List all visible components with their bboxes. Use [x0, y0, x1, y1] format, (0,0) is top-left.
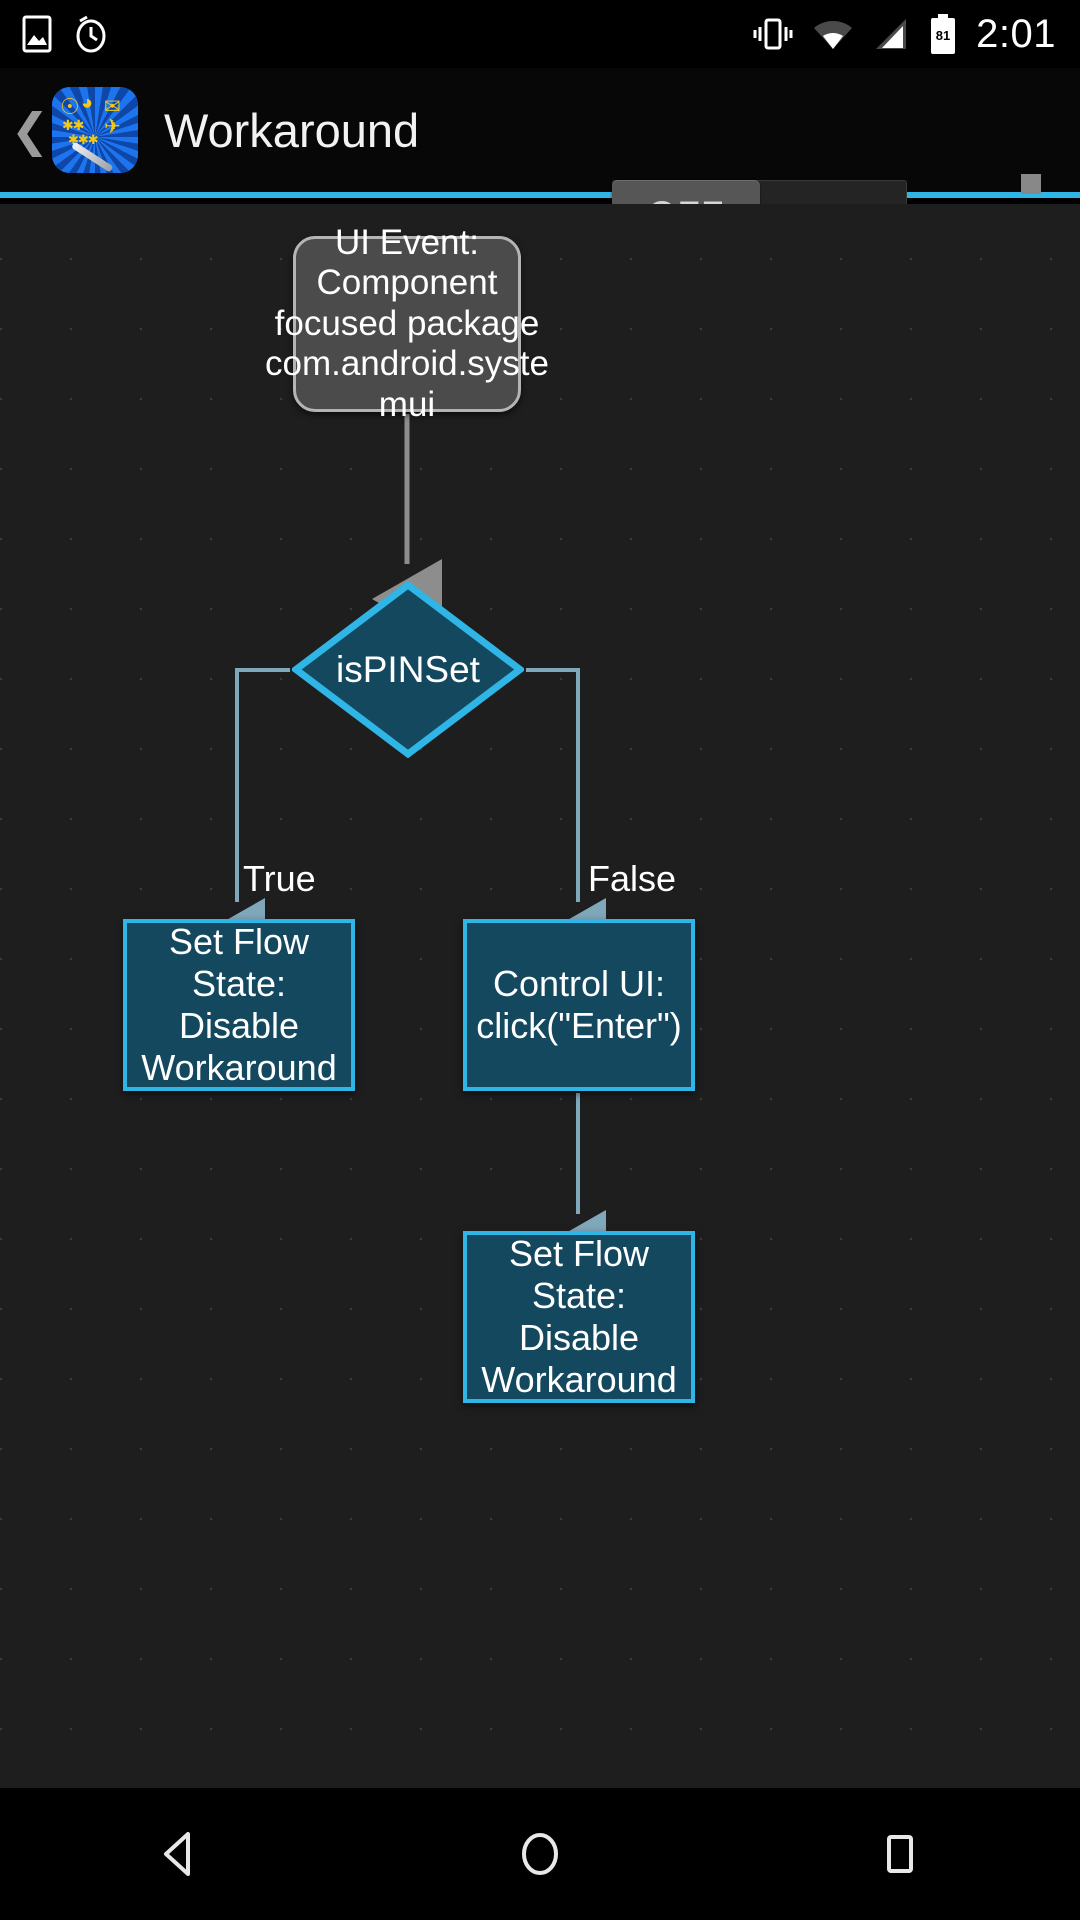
back-triangle-icon — [164, 1832, 190, 1876]
home-circle-icon — [522, 1833, 558, 1875]
node-set-flow-state-end[interactable]: Set Flow State: Disable Workaround — [463, 1231, 695, 1403]
wifi-glyph-icon: ◕ — [81, 92, 94, 114]
node-control-ui-click-label: Control UI: click("Enter") — [476, 962, 682, 1046]
gear-glyph-icon: ☉ — [60, 94, 80, 119]
wifi-icon — [814, 21, 853, 49]
flowchart-edges — [209, 414, 606, 1274]
overflow-dot-1 — [1021, 174, 1041, 194]
alarm-icon — [76, 15, 106, 53]
node-ui-event-label: UI Event: Component focused package com.… — [264, 222, 550, 424]
battery-icon: 81 — [931, 14, 956, 54]
recents-button[interactable] — [825, 1788, 975, 1920]
recents-square-icon — [887, 1835, 913, 1873]
image-icon — [22, 15, 52, 53]
envelope-glyph-icon: ✉ — [104, 96, 121, 118]
node-control-ui-click[interactable]: Control UI: click("Enter") — [463, 919, 695, 1091]
edge-label-false: False — [588, 858, 677, 899]
status-bar-clock: 2:01 — [976, 11, 1056, 56]
node-set-flow-state-true[interactable]: Set Flow State: Disable Workaround — [123, 919, 355, 1091]
status-bar-left-icons — [22, 15, 108, 53]
vibrate-icon — [753, 18, 793, 50]
edge-label-true: True — [243, 858, 316, 899]
back-chevron-icon[interactable]: ❮ — [10, 104, 50, 156]
airplane-glyph-icon: ✈ — [104, 116, 121, 138]
node-decision-label: isPINSet — [336, 648, 480, 690]
node-set-flow-state-end-label: Set Flow State: Disable Workaround — [481, 1232, 677, 1401]
node-ui-event[interactable]: UI Event: Component focused package com.… — [265, 223, 549, 424]
decision-diamond-shape — [292, 581, 524, 758]
status-bar-right-icons: 81 2:01 — [752, 12, 1056, 57]
stars-glyph-icon: ✱✱ — [62, 117, 84, 133]
status-bar: 81 2:01 — [0, 0, 1080, 68]
edge-decision-true — [209, 668, 290, 962]
node-decision-ispinset[interactable]: isPINSet — [292, 581, 524, 758]
app-icon-glyphs: ☉ ◕ ✉ ✈ ✱✱ ✱✱✱ — [52, 87, 138, 173]
edge-decision-false — [526, 668, 606, 962]
action-bar: ❮ ☉ ◕ ✉ ✈ ✱✱ ✱✱✱ Workaround OFF — [0, 68, 1080, 256]
flowchart-canvas[interactable]: UI Event: Component focused package com.… — [0, 204, 1080, 1788]
battery-level-text: 81 — [936, 28, 950, 43]
signal-icon — [876, 19, 907, 49]
back-button[interactable] — [105, 1788, 255, 1920]
node-set-flow-state-true-label: Set Flow State: Disable Workaround — [141, 920, 337, 1089]
workaround-app-icon: ☉ ◕ ✉ ✈ ✱✱ ✱✱✱ — [52, 87, 138, 173]
page-title: Workaround — [164, 103, 420, 157]
navigation-bar — [0, 1788, 1080, 1920]
home-button[interactable] — [465, 1788, 615, 1920]
